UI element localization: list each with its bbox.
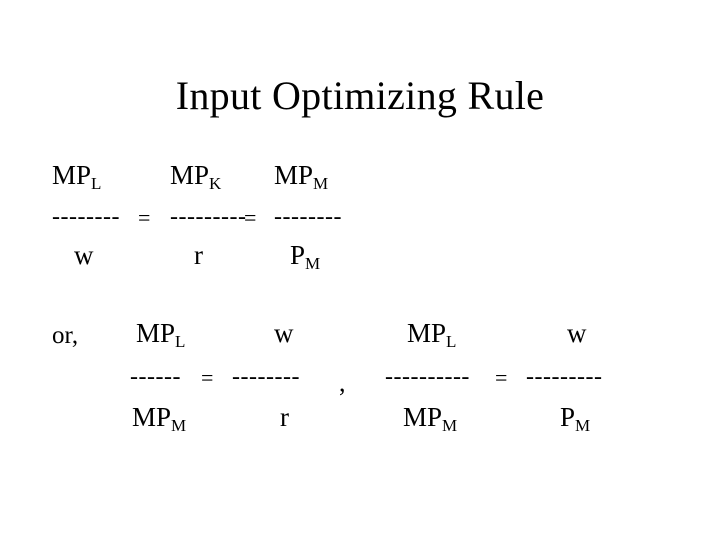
fraction-1-bar: --------	[52, 204, 120, 230]
right-eq-fraction-1-numerator: MPL	[407, 318, 456, 352]
right-eq-fraction-2-denominator-base: P	[560, 402, 576, 432]
page-title: Input Optimizing Rule	[175, 73, 545, 118]
left-eq-fraction-1-bar: ------	[130, 364, 181, 390]
equation-separator-comma: ,	[339, 368, 346, 397]
right-eq-fraction-1-bar: ----------	[385, 364, 470, 390]
fraction-3-numerator: MPM	[274, 160, 328, 194]
equals-operator-2: =	[244, 205, 257, 230]
left-eq-fraction-2-numerator: w	[274, 318, 294, 352]
left-eq-fraction-2-denominator: r	[280, 402, 289, 436]
fraction-2-denominator: r	[194, 240, 203, 274]
fraction-3-numerator-subscript: M	[313, 174, 329, 194]
left-eq-fraction-1-numerator-subscript: L	[175, 332, 186, 352]
left-eq-fraction-2-denominator-base: r	[280, 402, 289, 432]
fraction-1-denominator-base: w	[74, 240, 94, 270]
left-eq-fraction-1-denominator: MPM	[132, 402, 186, 436]
left-eq-fraction-1-numerator: MPL	[136, 318, 185, 352]
left-eq-fraction-2-numerator-base: w	[274, 318, 294, 348]
fraction-3-bar: --------	[274, 204, 342, 230]
fraction-2-numerator: MPK	[170, 160, 221, 194]
left-eq-equals-operator: =	[201, 365, 214, 390]
left-eq-fraction-2-bar: --------	[232, 364, 300, 390]
right-eq-fraction-1-denominator-base: MP	[403, 402, 443, 432]
fraction-2-denominator-base: r	[194, 240, 203, 270]
fraction-1-denominator: w	[74, 240, 94, 274]
right-eq-fraction-2-bar: ---------	[526, 364, 603, 390]
left-eq-fraction-1-denominator-base: MP	[132, 402, 172, 432]
equation-row-1: MPL -------- w = MPK --------- r = MPM -…	[52, 160, 412, 290]
fraction-1-numerator-subscript: L	[91, 174, 102, 194]
right-eq-fraction-2-denominator-subscript: M	[575, 416, 591, 436]
right-eq-fraction-2-numerator: w	[567, 318, 587, 352]
equals-operator-1: =	[138, 205, 151, 230]
left-eq-fraction-1-denominator-subscript: M	[171, 416, 187, 436]
fraction-2-numerator-base: MP	[170, 160, 210, 190]
fraction-3-denominator: PM	[290, 240, 320, 274]
equation-row-2: or, MPL ------ MPM = w -------- r , MPL …	[52, 318, 672, 458]
fraction-1-numerator: MPL	[52, 160, 101, 194]
fraction-1-numerator-base: MP	[52, 160, 92, 190]
or-label: or,	[52, 322, 79, 349]
right-eq-equals-operator: =	[495, 365, 508, 390]
left-eq-fraction-1-numerator-base: MP	[136, 318, 176, 348]
fraction-3-numerator-base: MP	[274, 160, 314, 190]
right-eq-fraction-2-denominator: PM	[560, 402, 590, 436]
right-eq-fraction-1-numerator-subscript: L	[446, 332, 457, 352]
fraction-2-bar: ---------	[170, 204, 247, 230]
fraction-3-denominator-subscript: M	[305, 254, 321, 274]
right-eq-fraction-2-numerator-base: w	[567, 318, 587, 348]
right-eq-fraction-1-numerator-base: MP	[407, 318, 447, 348]
fraction-2-numerator-subscript: K	[209, 174, 222, 194]
right-eq-fraction-1-denominator: MPM	[403, 402, 457, 436]
right-eq-fraction-1-denominator-subscript: M	[442, 416, 458, 436]
fraction-3-denominator-base: P	[290, 240, 306, 270]
